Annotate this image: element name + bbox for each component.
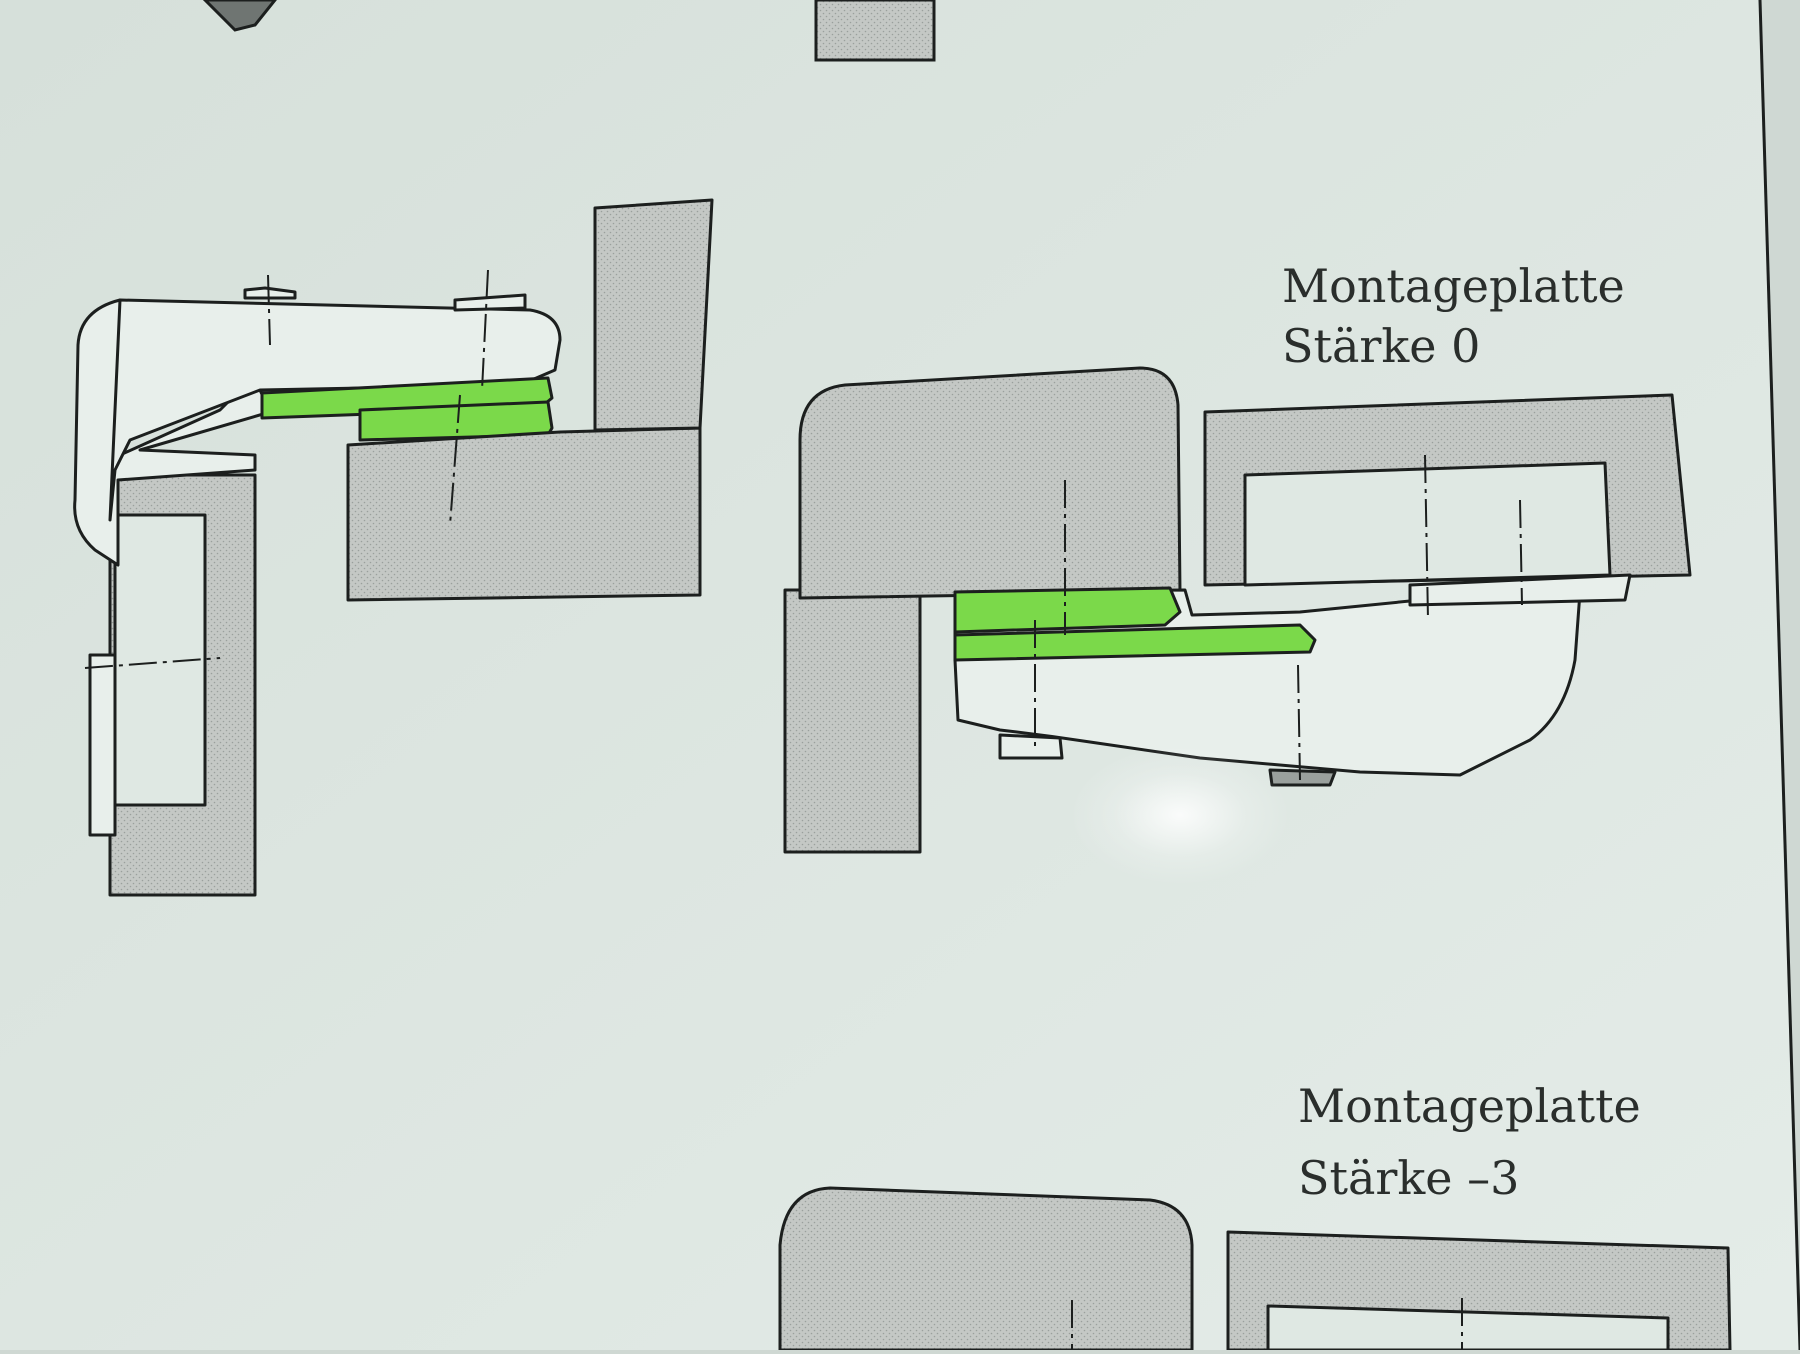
left-hinge-arm (73, 298, 272, 567)
label-plate-thickness-minus-3: Montageplatte Stärke –3 (1298, 1079, 1641, 1205)
right-door-block (798, 366, 1182, 600)
bottom-door-block (778, 1186, 1194, 1352)
label-plate-m3-line2: Stärke –3 (1298, 1151, 1519, 1205)
label-plate-thickness-0: Montageplatte Stärke 0 (1282, 259, 1625, 373)
right-hinge-assembly (783, 366, 1692, 854)
label-plate-0-line2: Stärke 0 (1282, 319, 1480, 373)
photo-glare (1070, 745, 1290, 885)
left-cabinet-side (346, 426, 702, 602)
paper-edge (1758, 0, 1800, 1351)
right-center-lines (1034, 454, 1523, 781)
top-fragment-left (202, 0, 277, 32)
left-center-lines (84, 269, 489, 669)
label-plate-0-line1: Montageplatte (1282, 259, 1625, 313)
top-fragment-middle (814, 0, 936, 62)
right-mounting-plate-upper (953, 586, 1182, 634)
right-mounting-plate-lower (953, 623, 1317, 662)
right-vertical-board (783, 588, 922, 854)
left-vertical-board (593, 198, 714, 432)
label-plate-m3-line1: Montageplatte (1298, 1079, 1641, 1133)
bottom-hinge-assembly (778, 1186, 1732, 1352)
bottom-center-lines (1071, 1298, 1463, 1350)
